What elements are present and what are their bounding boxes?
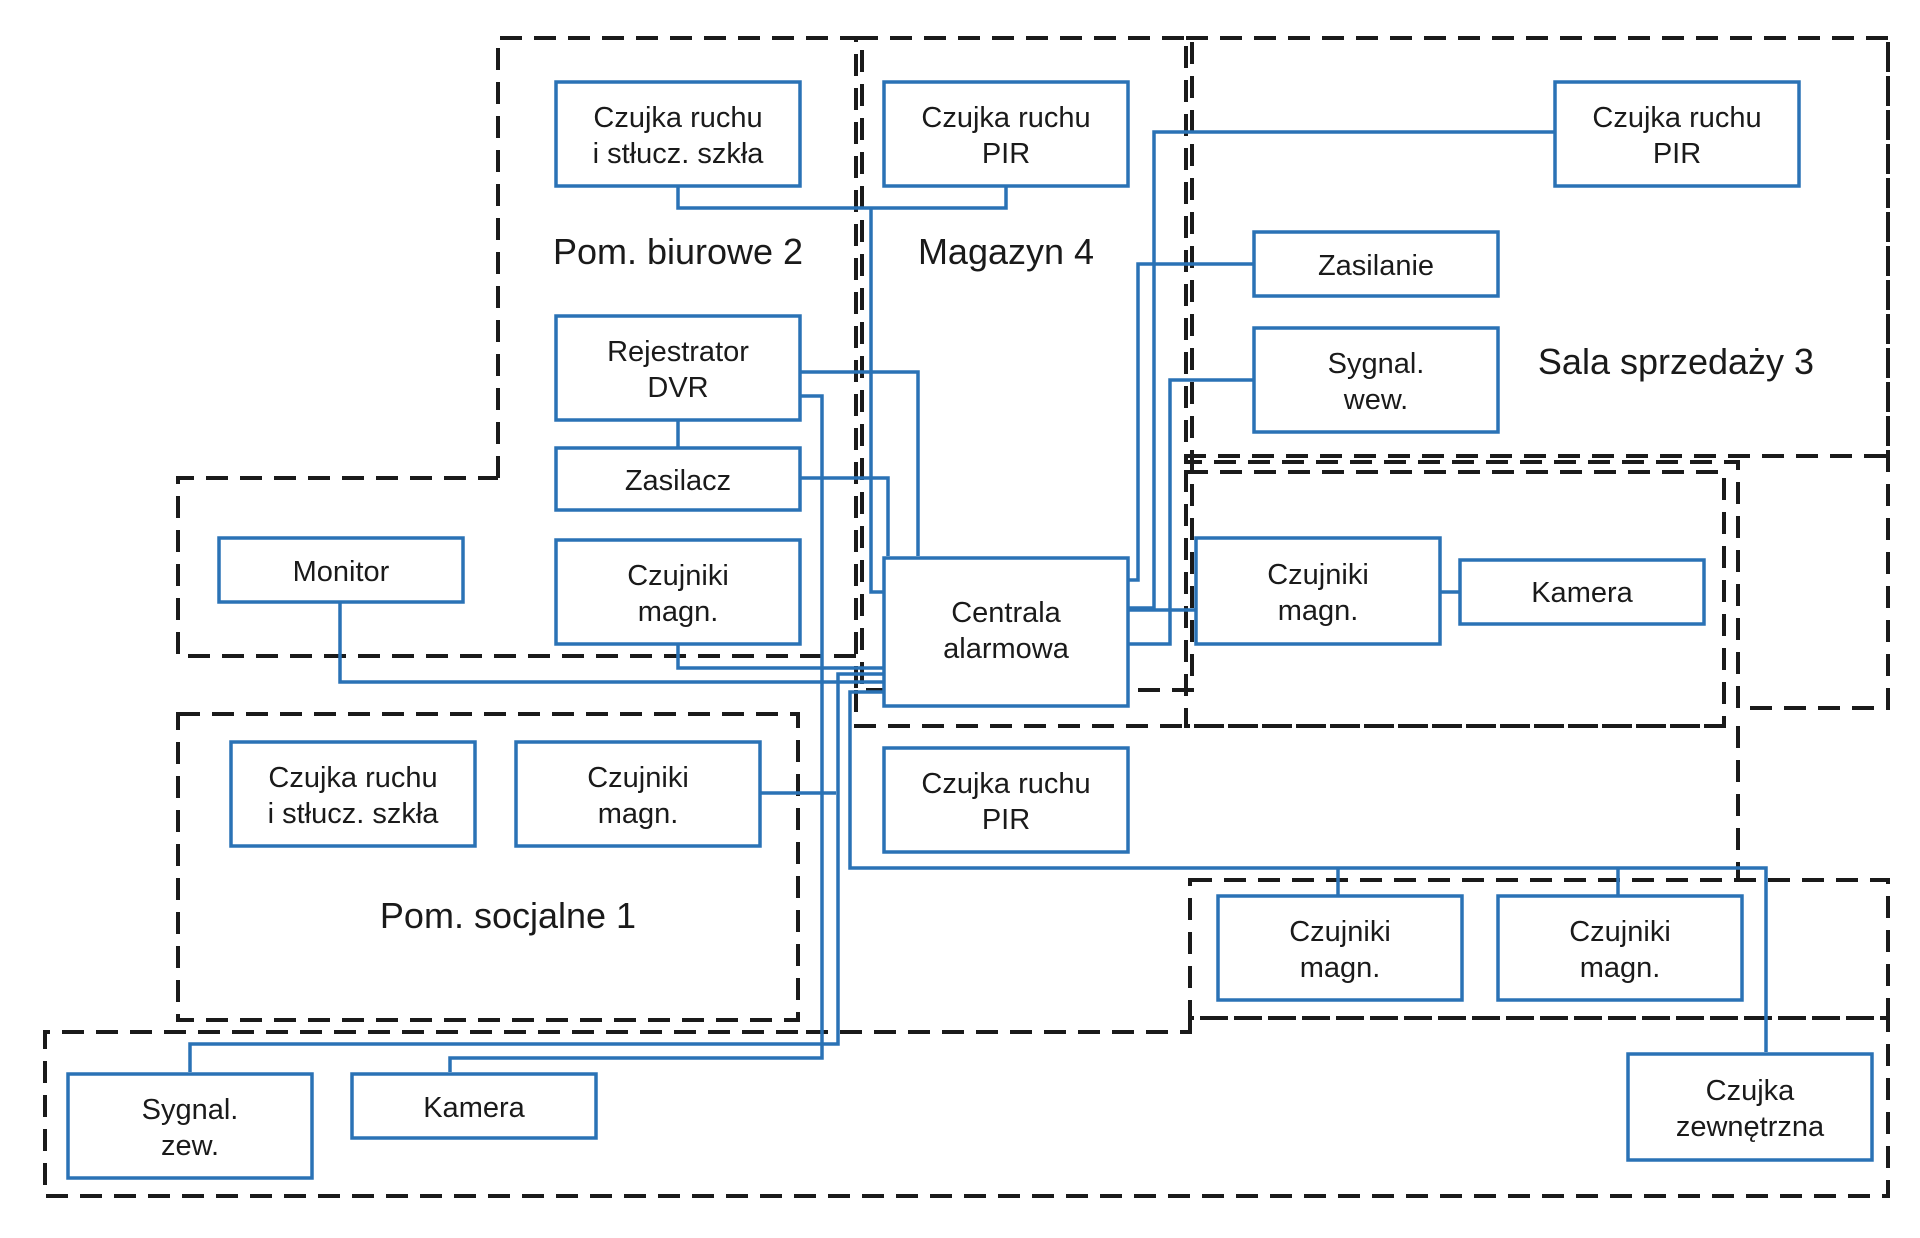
device-sales-pir-bottom: Czujka ruchu PIR (882, 746, 1130, 854)
zone-social (176, 712, 800, 1022)
zone-monitor-area (176, 476, 856, 658)
device-office-magnetic: Czujniki magn. (554, 538, 802, 646)
svg-text:magn.: magn. (638, 596, 719, 628)
device-sales-magnetic: Czujniki magn. (1194, 536, 1442, 646)
svg-text:magn.: magn. (1300, 952, 1381, 984)
zone-sales-middle (1184, 470, 1726, 728)
wire-dvr-to-panel (798, 370, 920, 556)
wire-monitor (338, 602, 884, 684)
device-external-sensor: Czujka zewnętrzna (1626, 1052, 1874, 1162)
device-internal-siren: Sygnal. wew. (1252, 326, 1500, 434)
svg-text:Czujniki: Czujniki (1289, 916, 1391, 948)
device-monitor: Monitor (217, 536, 465, 604)
wire-office-sensors-to-panel (676, 186, 1008, 210)
svg-text:zew.: zew. (161, 1130, 219, 1162)
device-sales-pir-top: Czujka ruchu PIR (1553, 80, 1801, 188)
svg-text:Czujniki: Czujniki (587, 762, 689, 794)
svg-text:magn.: magn. (1580, 952, 1661, 984)
svg-text:Czujniki: Czujniki (1267, 559, 1369, 591)
svg-text:Czujka ruchu: Czujka ruchu (921, 768, 1090, 800)
room-label-sales-hall: Sala sprzedaży 3 (1538, 341, 1814, 382)
svg-text:Monitor: Monitor (293, 556, 390, 588)
device-social-magnetic: Czujniki magn. (514, 740, 762, 848)
svg-text:Czujka ruchu: Czujka ruchu (593, 102, 762, 134)
device-storage-pir: Czujka ruchu PIR (882, 80, 1130, 188)
svg-text:DVR: DVR (647, 372, 708, 404)
svg-text:zewnętrzna: zewnętrzna (1676, 1111, 1825, 1143)
svg-text:i stłucz. szkła: i stłucz. szkła (593, 138, 765, 170)
room-label-social: Pom. socjalne 1 (380, 895, 636, 936)
zone-bottom-sensors (1188, 878, 1890, 1020)
svg-text:Kamera: Kamera (1531, 577, 1633, 609)
svg-text:magn.: magn. (598, 798, 679, 830)
wire-dvr-video-down (448, 394, 824, 1072)
device-social-motion-glass: Czujka ruchu i stłucz. szkła (229, 740, 477, 848)
svg-text:PIR: PIR (982, 138, 1030, 170)
svg-text:Rejestrator: Rejestrator (607, 336, 749, 368)
zone-sales-top (1184, 36, 1890, 458)
svg-text:Centrala: Centrala (951, 597, 1061, 629)
device-bottom-magnetic-right: Czujniki magn. (1496, 894, 1744, 1002)
wire-sales-power (1128, 262, 1254, 582)
wire-panel-bottom-bus (848, 690, 1768, 1052)
svg-text:Czujka ruchu: Czujka ruchu (921, 102, 1090, 134)
wire-psu-to-panel (798, 476, 890, 556)
device-external-siren: Sygnal. zew. (66, 1072, 314, 1180)
svg-text:Czujniki: Czujniki (1569, 916, 1671, 948)
svg-text:wew.: wew. (1343, 384, 1408, 416)
svg-text:Kamera: Kamera (423, 1092, 525, 1124)
svg-text:Sygnal.: Sygnal. (142, 1094, 239, 1126)
device-dvr-psu: Zasilacz (554, 446, 802, 512)
zone-sales-floor (854, 690, 1740, 880)
zone-outside (43, 1016, 1890, 1198)
svg-text:Zasilacz: Zasilacz (625, 465, 731, 497)
device-dvr: Rejestrator DVR (554, 314, 802, 422)
svg-text:PIR: PIR (1653, 138, 1701, 170)
svg-text:Czujka ruchu: Czujka ruchu (1592, 102, 1761, 134)
svg-text:Zasilanie: Zasilanie (1318, 250, 1434, 282)
wire-panel-to-bottom-left (188, 672, 884, 1072)
svg-text:Czujka: Czujka (1706, 1075, 1796, 1107)
wiring (188, 130, 1768, 1072)
device-control-panel: Centrala alarmowa (882, 556, 1130, 708)
svg-text:i stłucz. szkła: i stłucz. szkła (268, 798, 440, 830)
zone-sales-main (1184, 38, 1890, 710)
device-outside-camera: Kamera (350, 1072, 598, 1140)
zone-office (496, 36, 864, 690)
room-label-office: Pom. biurowe 2 (553, 231, 803, 272)
svg-text:Czujniki: Czujniki (627, 560, 729, 592)
zones (43, 36, 1890, 1198)
svg-text:alarmowa: alarmowa (943, 633, 1070, 665)
svg-text:PIR: PIR (982, 804, 1030, 836)
wire-top-bus (869, 208, 884, 594)
wire-internal-siren (1128, 378, 1254, 646)
svg-text:magn.: magn. (1278, 595, 1359, 627)
room-label-storage: Magazyn 4 (918, 231, 1094, 272)
device-office-motion-glass: Czujka ruchu i stłucz. szkła (554, 80, 802, 188)
device-sales-camera: Kamera (1458, 558, 1706, 626)
wire-sales-pir-top (1128, 130, 1555, 610)
wire-office-magnetic (676, 644, 884, 670)
device-bottom-magnetic-left: Czujniki magn. (1216, 894, 1464, 1002)
svg-text:Czujka ruchu: Czujka ruchu (268, 762, 437, 794)
svg-text:Sygnal.: Sygnal. (1328, 348, 1425, 380)
device-power-supply-sales: Zasilanie (1252, 230, 1500, 298)
